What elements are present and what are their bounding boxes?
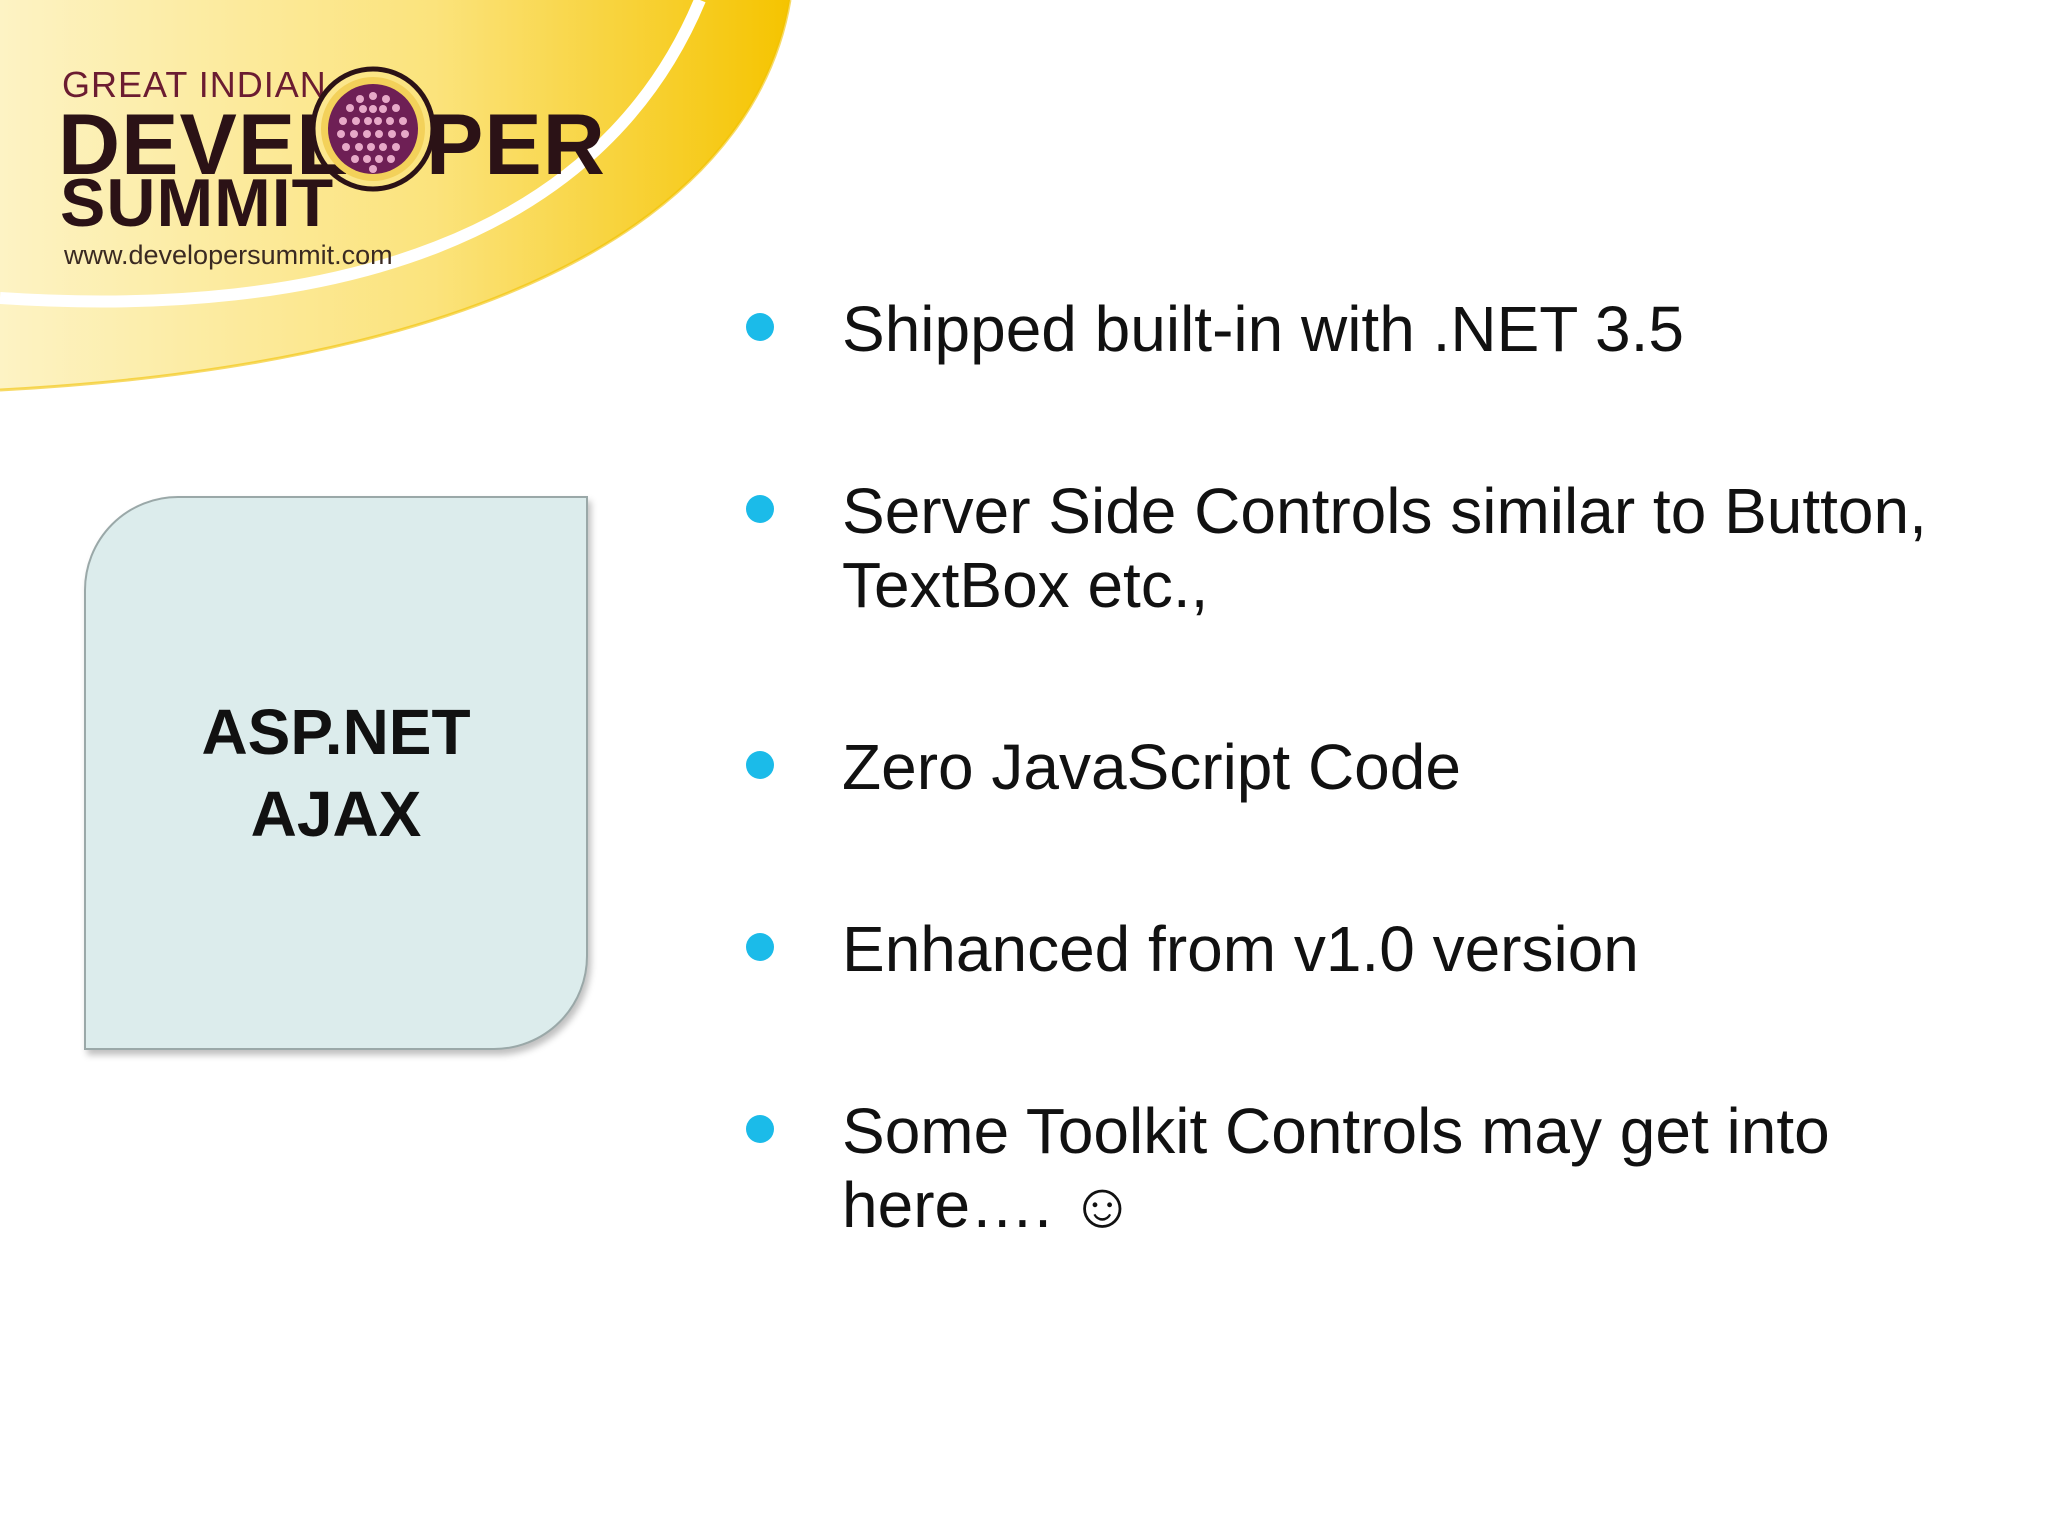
logo-banner [0, 0, 792, 392]
logo-tagline: GREAT INDIAN [62, 64, 327, 105]
globe-icon [310, 66, 436, 192]
bullet-text: Some Toolkit Controls may get into here…… [842, 1095, 1830, 1241]
bullet-dot-icon [746, 751, 774, 779]
logo-word-start: DEVEL [58, 97, 350, 193]
topic-card: ASP.NET AJAX [84, 496, 588, 1050]
bullet-dot-icon [746, 1115, 774, 1143]
card-title-line1: ASP.NET [201, 696, 471, 768]
logo-word-end: PER [426, 97, 606, 193]
bullet-dot-icon [746, 313, 774, 341]
bullet-text: Shipped built-in with .NET 3.5 [842, 293, 1684, 365]
card-title-line2: AJAX [250, 778, 422, 850]
bullet-text: Server Side Controls similar to Button, … [842, 475, 1927, 621]
bullet-dot-icon [746, 495, 774, 523]
bullet-text: Enhanced from v1.0 version [842, 913, 1639, 985]
logo-url: www.developersummit.com [64, 240, 393, 270]
bullet-text: Zero JavaScript Code [842, 731, 1461, 803]
logo-summit-word: SUMMIT [60, 165, 335, 241]
bullet-dot-icon [746, 933, 774, 961]
